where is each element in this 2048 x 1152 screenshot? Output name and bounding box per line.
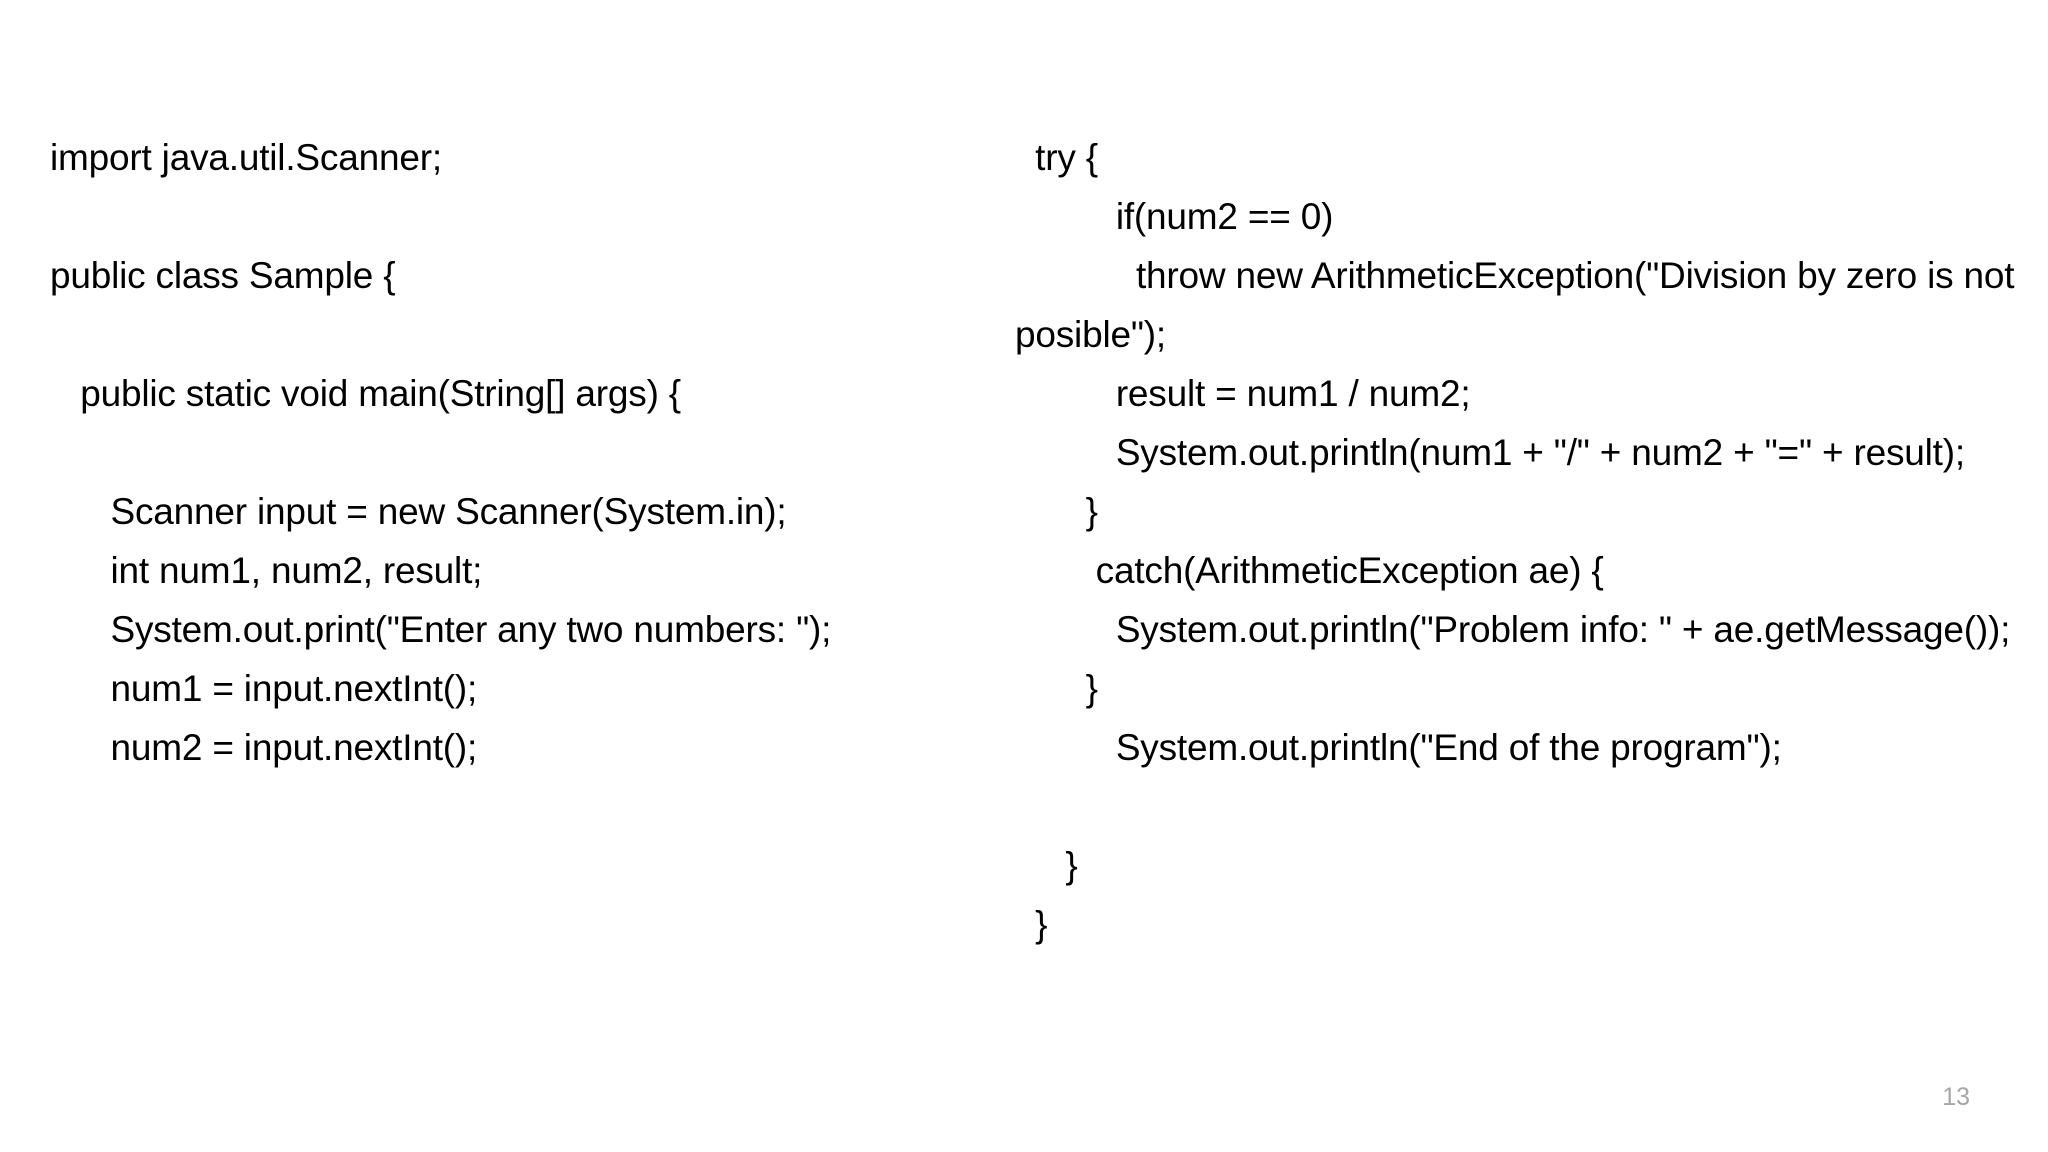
code-line: if(num2 == 0) — [1015, 196, 1334, 237]
code-line: num2 = input.nextInt(); — [50, 727, 478, 768]
code-line: } — [1015, 904, 1048, 945]
left-code-column: import java.util.Scanner; public class S… — [50, 128, 1050, 777]
code-line: throw new ArithmeticException("Division … — [1015, 255, 2025, 355]
code-line: System.out.print("Enter any two numbers:… — [50, 609, 832, 650]
code-line: Scanner input = new Scanner(System.in); — [50, 491, 787, 532]
code-line: System.out.println("Problem info: " + ae… — [1015, 609, 2011, 650]
code-line: } — [1015, 491, 1098, 532]
spacer — [1015, 777, 2025, 836]
code-line: catch(ArithmeticException ae) { — [1015, 550, 1604, 591]
right-code-column: try { if(num2 == 0) throw new Arithmetic… — [1015, 128, 2025, 954]
code-line: import java.util.Scanner; — [50, 137, 442, 178]
spacer — [50, 187, 1050, 246]
code-line: } — [1015, 668, 1098, 709]
spacer — [50, 305, 1050, 364]
code-line: int num1, num2, result; — [50, 550, 483, 591]
code-line: public class Sample { — [50, 255, 396, 296]
spacer — [50, 423, 1050, 482]
code-line: System.out.println("End of the program")… — [1015, 727, 1782, 768]
code-line: num1 = input.nextInt(); — [50, 668, 478, 709]
code-line: System.out.println(num1 + "/" + num2 + "… — [1015, 432, 1965, 473]
code-line: try { — [1015, 137, 1098, 178]
code-line: public static void main(String[] args) { — [50, 373, 681, 414]
page-number: 13 — [1942, 1083, 1970, 1111]
code-line: } — [1015, 845, 1078, 886]
code-line: result = num1 / num2; — [1015, 373, 1471, 414]
